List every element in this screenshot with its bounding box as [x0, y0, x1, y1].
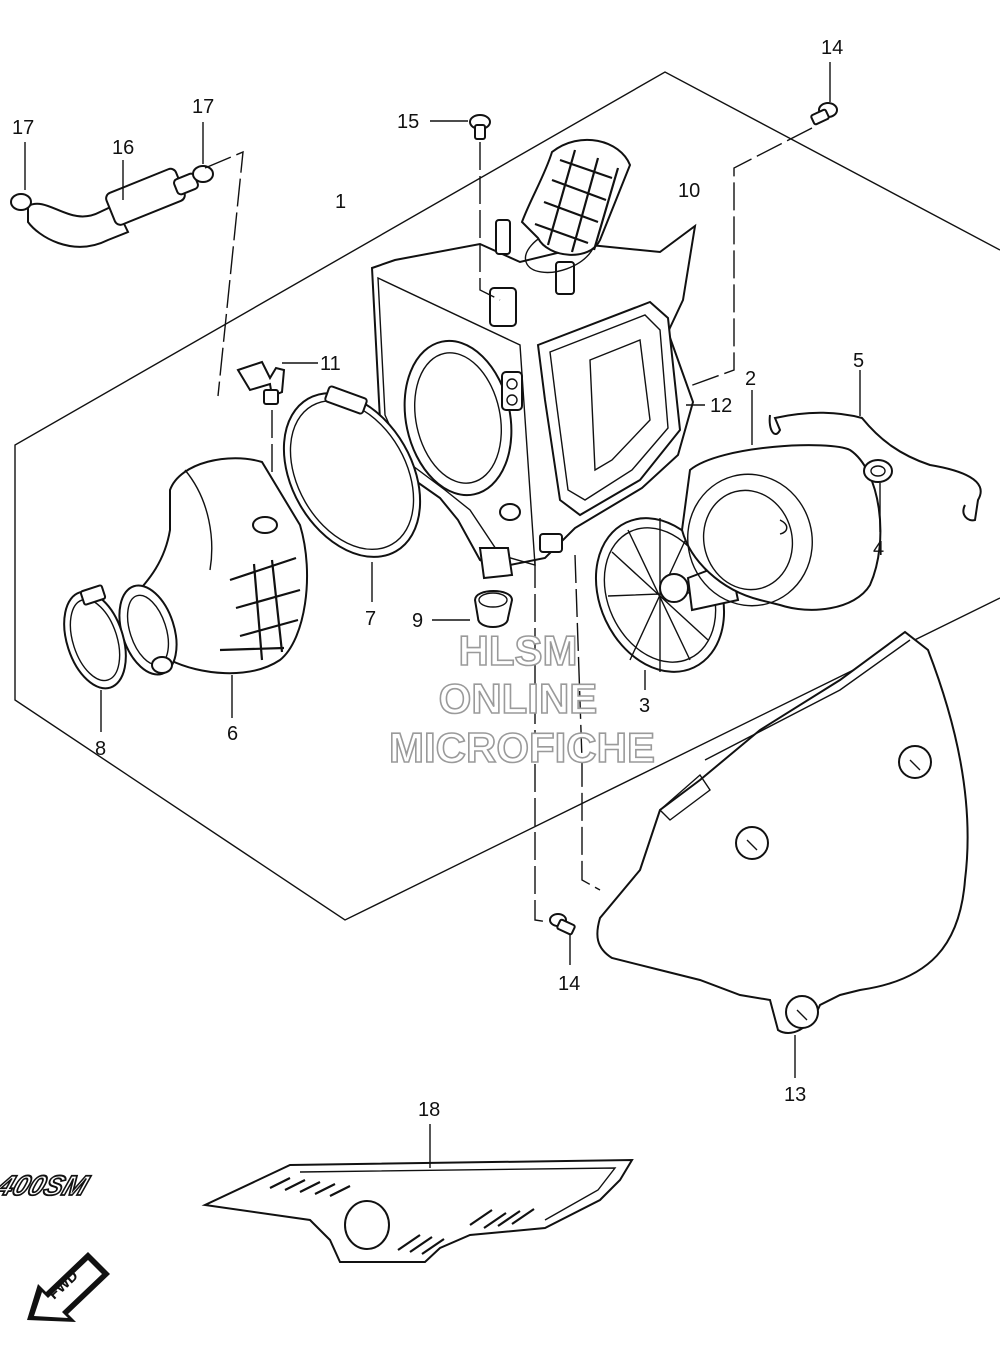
element-wire-5 [768, 411, 982, 522]
screw-15 [469, 114, 491, 140]
grommet-9 [473, 590, 514, 628]
callout-13: 13 [784, 1084, 806, 1106]
breather-hose-16 [27, 167, 199, 248]
callout-14-top: 14 [821, 37, 843, 59]
assembly-boundary [14, 71, 1000, 921]
clamp-band-7 [282, 385, 422, 558]
callout-10: 10 [678, 180, 700, 202]
callout-7: 7 [365, 608, 376, 630]
decal-text: 400SM [0, 1171, 93, 1202]
callout-2: 2 [745, 368, 756, 390]
callout-8: 8 [95, 738, 106, 760]
callout-11: 11 [320, 353, 341, 375]
screw-14-top [810, 102, 838, 126]
air-cleaner-cover-13 [596, 630, 969, 1034]
callout-17-right: 17 [192, 96, 214, 118]
watermark-line-2: ONLINE [439, 675, 598, 722]
intake-boot-10 [520, 138, 632, 256]
outlet-tube-6 [118, 457, 309, 676]
watermark-line-3: MICROFICHE [389, 724, 655, 771]
callout-9: 9 [412, 610, 423, 632]
callout-3: 3 [639, 695, 650, 717]
watermark: HLSM ONLINE MICROFICHE [388, 626, 656, 772]
hose-clamp-17 [10, 165, 214, 211]
side-decal-18: 400SM [0, 1158, 634, 1263]
callout-4: 4 [873, 538, 884, 560]
callout-17-left: 17 [12, 117, 34, 139]
callout-12: 12 [710, 395, 732, 417]
air-cleaner-case [370, 219, 697, 580]
callout-5: 5 [853, 350, 864, 372]
watermark-line-1: HLSM [459, 627, 578, 674]
screw-14-bottom [549, 913, 576, 936]
callout-16: 16 [112, 137, 134, 159]
fitting-11 [236, 360, 286, 405]
washer-4 [863, 459, 893, 483]
callout-6: 6 [227, 723, 238, 745]
callout-14-bottom: 14 [558, 973, 580, 995]
air-filter-element-2 [680, 444, 882, 611]
callout-15: 15 [397, 111, 419, 133]
hose-clamp-8 [63, 584, 127, 690]
forward-arrow: FWD [27, 1252, 110, 1322]
callout-1: 1 [335, 191, 346, 213]
callout-18: 18 [418, 1099, 440, 1121]
